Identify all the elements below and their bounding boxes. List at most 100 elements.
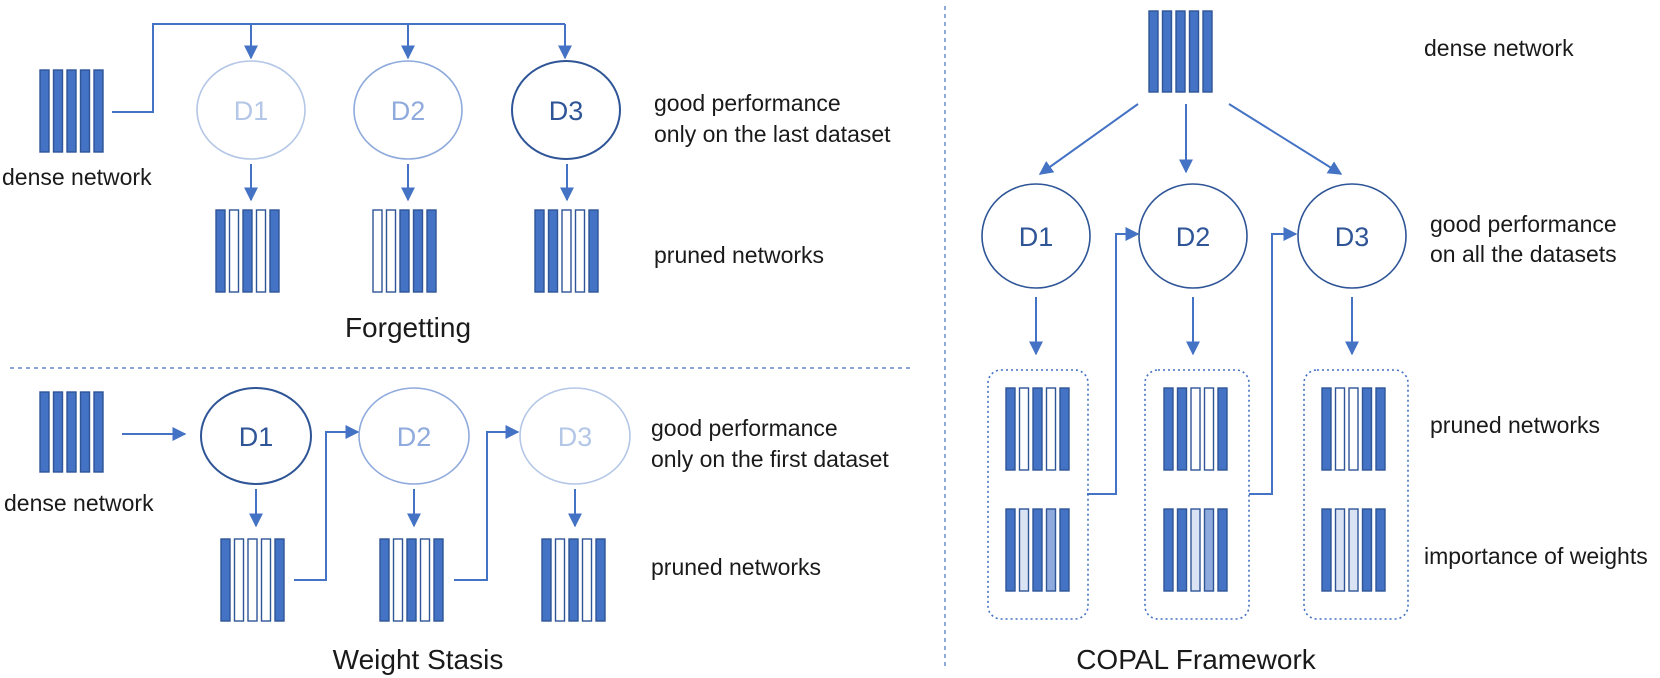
copal-pruned-2-bar-5 [1217, 387, 1228, 471]
weight-stasis-pruned-3-bar-2 [554, 538, 566, 622]
weight-stasis-dense-network [39, 391, 104, 473]
weight-stasis-panel: dense network D1 D2 D3 good performance … [4, 387, 889, 675]
copal-arrow-box2-d3 [1249, 227, 1298, 495]
weight-stasis-pruned-label: pruned networks [651, 554, 821, 580]
weight-stasis-title: Weight Stasis [333, 644, 504, 675]
forgetting-node-d3: D3 [511, 60, 621, 160]
weight-stasis-dense-bar-2 [52, 391, 64, 473]
forgetting-dense-bar-4 [79, 69, 91, 153]
copal-pruned-3-bar-1 [1321, 387, 1332, 471]
copal-importance-1-bar-2 [1018, 508, 1030, 592]
weight-stasis-pruned-1-bar-3 [247, 538, 258, 622]
weight-stasis-pruned-3-bar-3 [568, 538, 579, 622]
copal-arrow-dense-d3 [1228, 103, 1343, 175]
copal-importance-3-bar-2 [1334, 508, 1346, 592]
copal-importance-1-bar-1 [1005, 508, 1016, 592]
copal-title: COPAL Framework [1076, 644, 1317, 675]
forgetting-pruned-network-3 [534, 209, 599, 293]
weight-stasis-arrow-p2-d3 [454, 425, 520, 581]
forgetting-note-line1: good performance [654, 90, 841, 116]
weight-stasis-node-d1: D1 [200, 387, 312, 485]
copal-dense-bar-3 [1175, 10, 1186, 93]
weight-stasis-pruned-3-bar-5 [595, 538, 606, 622]
copal-pruned-1-bar-1 [1005, 387, 1016, 471]
forgetting-pruned-1-bar-3 [242, 209, 253, 293]
copal-note-line2: on all the datasets [1430, 241, 1617, 267]
copal-group-box-3 [1303, 369, 1409, 620]
copal-arrows [1029, 103, 1359, 495]
forgetting-node-d2: D2 [353, 60, 463, 160]
forgetting-distribution-line [112, 23, 565, 113]
copal-pruned-network-1 [1005, 387, 1070, 471]
copal-importance-3-bar-4 [1361, 508, 1373, 592]
copal-dense-bar-1 [1148, 10, 1159, 93]
forgetting-dense-network [39, 69, 104, 153]
forgetting-pruned-2-bar-5 [426, 209, 437, 293]
weight-stasis-pruned-2-bar-4 [419, 538, 431, 622]
copal-pruned-2-bar-4 [1203, 387, 1215, 471]
weight-stasis-node-d1-label: D1 [239, 422, 274, 452]
forgetting-dense-bar-5 [93, 69, 104, 153]
forgetting-pruned-2-bar-4 [412, 209, 424, 293]
copal-pruned-2-bar-3 [1190, 387, 1201, 471]
forgetting-arrows [112, 23, 574, 202]
copal-dense-label: dense network [1424, 35, 1574, 61]
weight-stasis-node-d2-label: D2 [397, 422, 432, 452]
copal-pruned-label: pruned networks [1430, 412, 1600, 438]
forgetting-pruned-2-bar-2 [385, 209, 397, 293]
copal-panel: dense network D1 D2 D3 [981, 10, 1648, 675]
copal-group-box-2 [1144, 369, 1250, 620]
copal-pruned-1-bar-4 [1045, 387, 1057, 471]
forgetting-note-line2: only on the last dataset [654, 121, 891, 147]
copal-dense-bar-5 [1202, 10, 1213, 93]
forgetting-pruned-1-bar-1 [215, 209, 226, 293]
forgetting-node-d1-label: D1 [234, 96, 269, 126]
forgetting-node-d1: D1 [196, 60, 306, 160]
copal-pruned-1-bar-2 [1018, 387, 1030, 471]
copal-pruned-3-bar-4 [1361, 387, 1373, 471]
copal-arrow-box1-d2 [1087, 227, 1140, 495]
copal-note-line1: good performance [1430, 211, 1617, 237]
weight-stasis-arrow-p1-d2 [294, 425, 360, 581]
weight-stasis-pruned-3-bar-1 [541, 538, 552, 622]
forgetting-pruned-2-bar-3 [399, 209, 410, 293]
copal-importance-2-bar-3 [1190, 508, 1201, 592]
copal-node-d2: D2 [1138, 183, 1248, 289]
weight-stasis-note-line2: only on the first dataset [651, 446, 889, 472]
copal-pruned-3-bar-3 [1348, 387, 1359, 471]
copal-pruned-2-bar-1 [1163, 387, 1174, 471]
copal-importance-3-bar-1 [1321, 508, 1332, 592]
copal-node-d2-label: D2 [1176, 222, 1211, 252]
copal-node-d3-label: D3 [1335, 222, 1370, 252]
forgetting-node-d2-label: D2 [391, 96, 426, 126]
forgetting-panel: dense network D1 D2 D3 good performance … [2, 23, 891, 343]
copal-importance-2-bar-4 [1203, 508, 1215, 592]
copal-pruned-3-bar-2 [1334, 387, 1346, 471]
copal-importance-3-bar-5 [1375, 508, 1386, 592]
weight-stasis-pruned-1-bar-2 [233, 538, 245, 622]
forgetting-title: Forgetting [345, 312, 471, 343]
forgetting-node-d3-label: D3 [549, 96, 584, 126]
forgetting-pruned-label: pruned networks [654, 242, 824, 268]
forgetting-dense-bar-1 [39, 69, 50, 153]
weight-stasis-dense-bar-1 [39, 391, 50, 473]
copal-pruned-3-bar-5 [1375, 387, 1386, 471]
copal-importance-2-bar-1 [1163, 508, 1174, 592]
copal-group-box-1 [987, 369, 1089, 620]
weight-stasis-pruned-network-2 [379, 538, 444, 622]
weight-stasis-pruned-1-bar-4 [260, 538, 272, 622]
forgetting-pruned-3-bar-1 [534, 209, 545, 293]
weight-stasis-pruned-2-bar-5 [433, 538, 444, 622]
copal-importance-network-2 [1163, 508, 1228, 592]
weight-stasis-pruned-1-bar-1 [220, 538, 231, 622]
weight-stasis-arrows [122, 425, 582, 581]
copal-importance-1-bar-5 [1059, 508, 1070, 592]
forgetting-pruned-3-bar-4 [574, 209, 586, 293]
forgetting-dense-bar-3 [66, 69, 77, 153]
copal-importance-1-bar-3 [1032, 508, 1043, 592]
copal-node-d1-label: D1 [1019, 222, 1054, 252]
weight-stasis-pruned-network-3 [541, 538, 606, 622]
forgetting-dense-bar-2 [52, 69, 64, 153]
weight-stasis-pruned-3-bar-4 [581, 538, 593, 622]
